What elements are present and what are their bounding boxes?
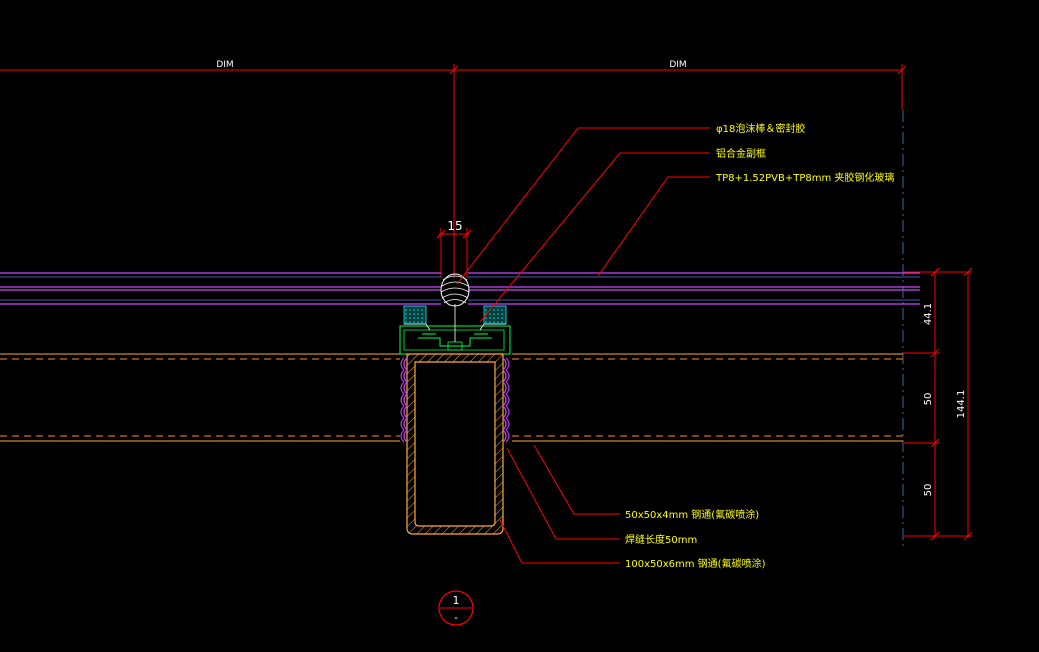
label-alum-frame: 铝合金副框 [716, 147, 766, 160]
dim-upper-text: 44.1 [923, 303, 934, 325]
gap-dim-text: 15 [447, 219, 462, 233]
glass-panels [0, 272, 920, 305]
section-number: 1 [453, 594, 460, 607]
section-marker: 1 - [438, 590, 474, 626]
label-glass: TP8+1.52PVB+TP8mm 夹胶钢化玻璃 [715, 171, 894, 184]
weld-beads [400, 357, 510, 443]
label-weld: 焊缝长度50mm [625, 533, 697, 546]
hidden-beam-lines [0, 353, 903, 442]
foam-rod-sealant [440, 273, 470, 307]
dim-mid-text: 50 [923, 393, 934, 406]
section-sheet: - [454, 611, 458, 624]
aluminium-subframe [399, 304, 511, 355]
dim-right-text: DIM [669, 60, 686, 70]
label-steel-large: 100x50x6mm 钢通(氟碳喷涂) [625, 557, 766, 570]
right-dimensions: 44.1 50 50 144.1 [904, 267, 973, 541]
dim-overall-text: 144.1 [956, 390, 967, 419]
bottom-leaders: 50x50x4mm 钢通(氟碳喷涂) 焊缝长度50mm 100x50x6mm 钢… [499, 444, 766, 570]
label-sealant: φ18泡沫棒＆密封胶 [716, 122, 805, 135]
top-dimension: DIM DIM [0, 60, 907, 278]
label-steel-small: 50x50x4mm 钢通(氟碳喷涂) [625, 508, 759, 521]
dim-left-text: DIM [216, 60, 233, 70]
steel-tube-large [406, 353, 504, 535]
gap-dimension: 15 [436, 219, 472, 278]
dim-lower-text: 50 [923, 484, 934, 497]
top-leaders: φ18泡沫棒＆密封胶 铝合金副框 TP8+1.52PVB+TP8mm 夹胶钢化玻… [456, 122, 894, 323]
